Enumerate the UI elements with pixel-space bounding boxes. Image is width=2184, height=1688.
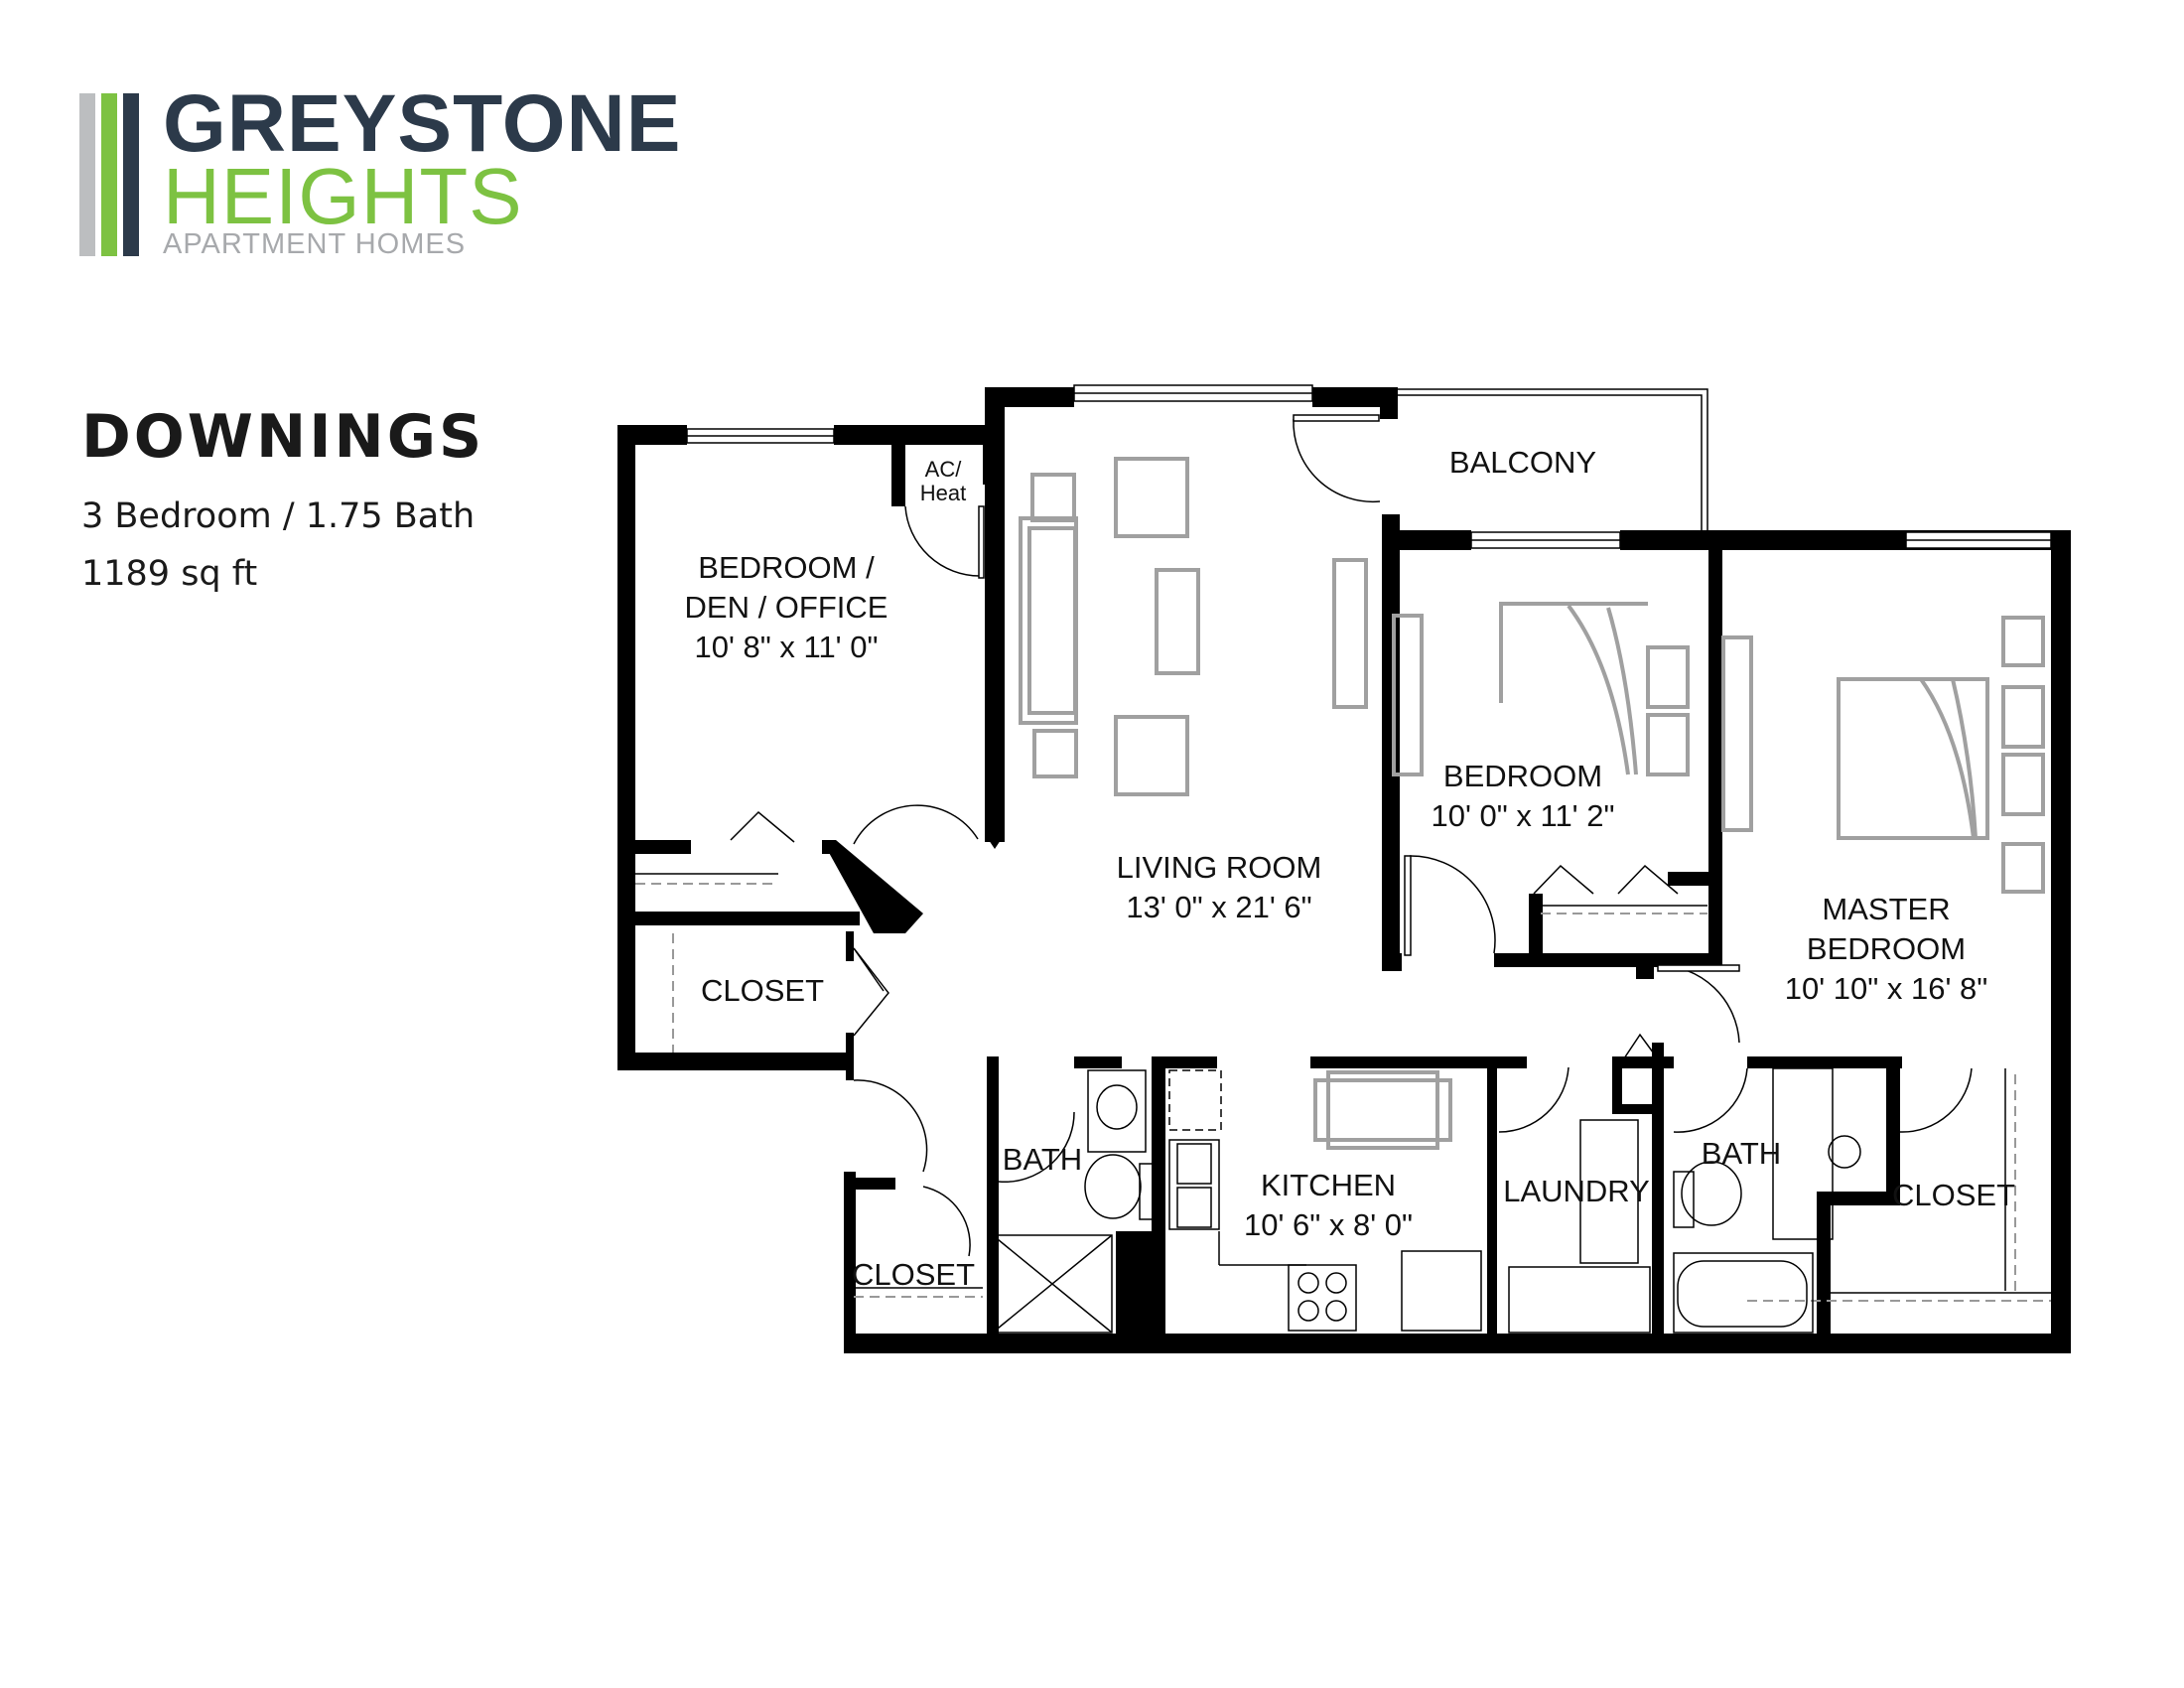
kitchen-label: KITCHEN [1261,1168,1396,1202]
master-label-line1: MASTER [1822,892,1950,926]
brand-logo: GREYSTONE HEIGHTS APARTMENT HOMES [79,83,680,262]
den-label-line2: DEN / OFFICE [685,590,888,625]
bedroom-dims: 10' 0" x 11' 2" [1432,798,1615,833]
furniture [1019,457,2045,1150]
plan-name: DOWNINGS [81,402,485,472]
ac-heat-label-line2: Heat [920,481,966,505]
room-labels: BEDROOM / DEN / OFFICE 10' 8" x 11' 0" A… [685,445,2016,1292]
closet-left-label: CLOSET [701,973,824,1008]
plan-area: 1189 sq ft [81,554,258,594]
living-room-dims: 13' 0" x 21' 6" [1126,890,1311,924]
balcony-label: BALCONY [1449,445,1596,480]
logo-bar-dark [123,93,139,256]
walls [617,387,2071,1353]
plan-bed-bath: 3 Bedroom / 1.75 Bath [81,496,476,536]
den-label-line1: BEDROOM / [698,550,875,585]
living-room-label: LIVING ROOM [1117,850,1322,885]
logo-bar-green [101,93,117,256]
brand-line-greystone: GREYSTONE [163,78,682,169]
kitchen-dims: 10' 6" x 8' 0" [1244,1207,1413,1242]
closet-master-label: CLOSET [1892,1178,2015,1212]
doors [730,414,1973,1257]
closet-shelves [635,873,2051,1294]
bedroom-label: BEDROOM [1443,759,1602,793]
closet-entry-label: CLOSET [852,1257,975,1292]
logo-bar-grey [79,93,95,256]
brand-line-heights: HEIGHTS [163,152,523,240]
windows [686,384,2052,549]
bath-hall-label: BATH [1003,1142,1082,1177]
balcony-railing [1398,388,1708,530]
den-dims: 10' 8" x 11' 0" [695,630,879,664]
brand-line-apartment-homes: APARTMENT HOMES [163,228,467,260]
closet-rods [635,883,2051,1302]
fixtures [992,1067,1861,1334]
bath-master-label: BATH [1702,1136,1781,1171]
master-label-line2: BEDROOM [1807,931,1966,966]
laundry-label: LAUNDRY [1503,1174,1650,1208]
ac-heat-label-line1: AC/ [925,457,963,482]
master-dims: 10' 10" x 16' 8" [1785,971,1987,1006]
